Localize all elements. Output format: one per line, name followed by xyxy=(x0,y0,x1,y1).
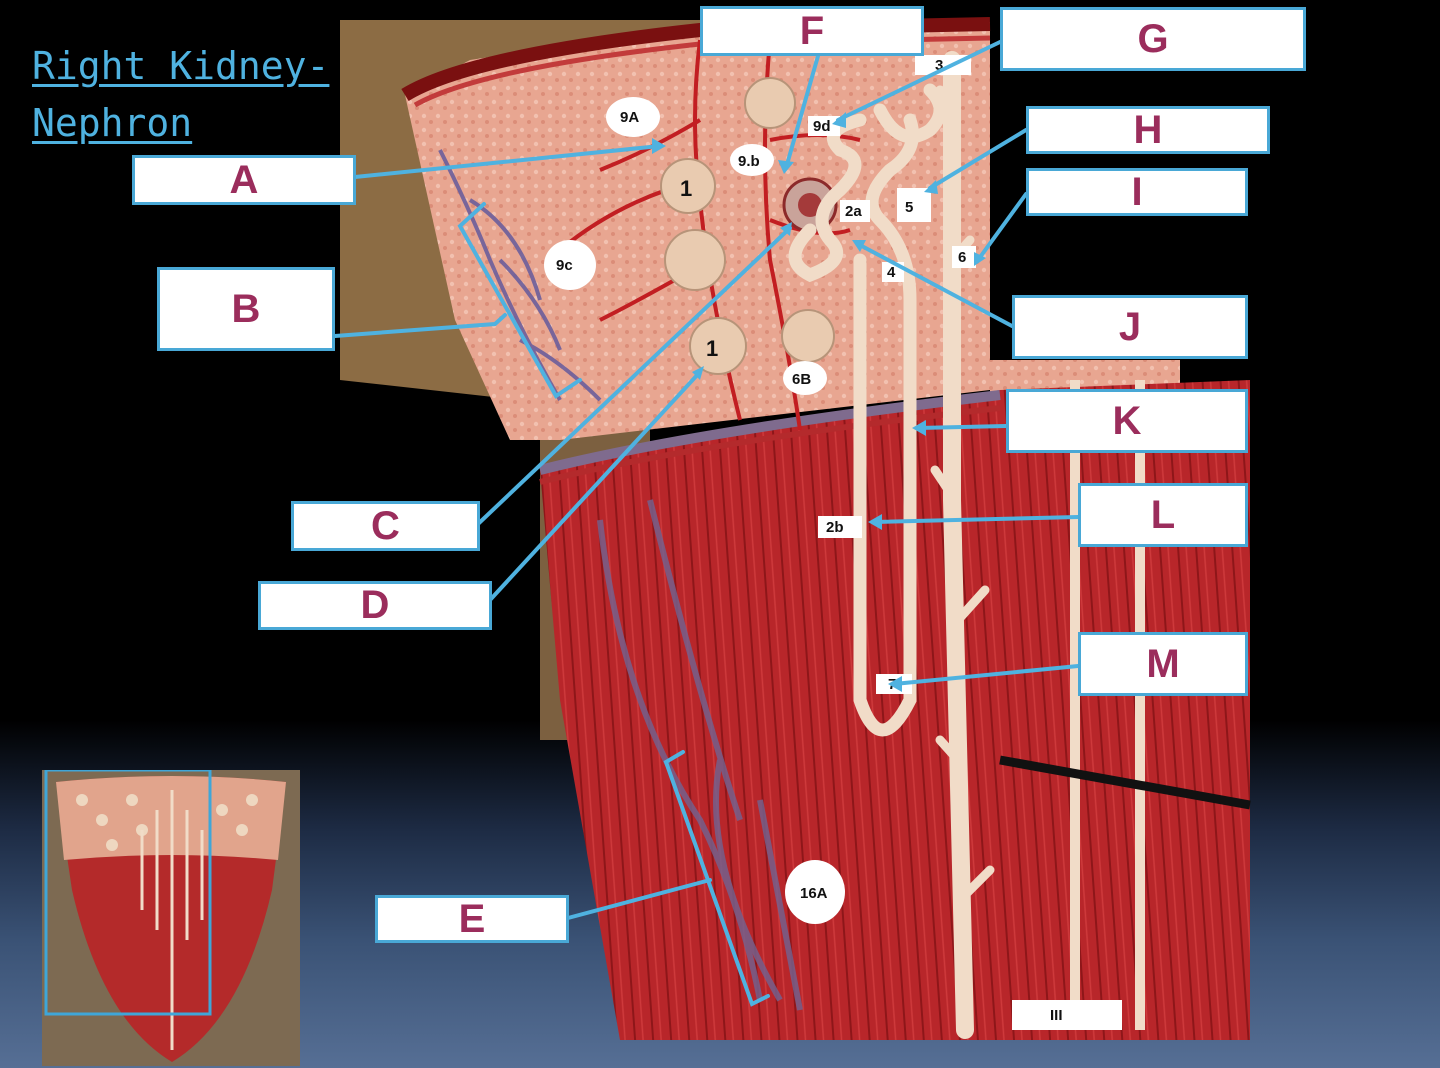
thumbnail-highlight-frame xyxy=(44,770,212,1016)
title-line-1: Right Kidney- xyxy=(32,44,330,88)
label-letter-i: I xyxy=(1131,169,1143,214)
tag-3: 3 xyxy=(935,57,943,74)
label-box-a[interactable]: A xyxy=(132,155,356,205)
tag-2b: 2b xyxy=(826,519,844,536)
overview-thumbnail xyxy=(42,770,300,1066)
tag-9c: 9c xyxy=(556,257,573,274)
label-box-k[interactable]: K xyxy=(1006,389,1248,453)
label-letter-c: C xyxy=(371,503,400,548)
tag-6: 6 xyxy=(958,249,966,266)
label-letter-d: D xyxy=(360,583,390,627)
label-box-h[interactable]: H xyxy=(1026,106,1270,154)
tag-5: 5 xyxy=(905,199,913,216)
tag-1b: 1 xyxy=(680,176,692,201)
tag-9d: 9d xyxy=(813,118,831,135)
tag-iii: III xyxy=(1050,1007,1063,1024)
title-line-2: Nephron xyxy=(32,101,193,145)
tag-9a: 9A xyxy=(620,109,639,126)
label-box-f[interactable]: F xyxy=(700,6,924,56)
pointer-stick xyxy=(999,755,1251,810)
label-box-j[interactable]: J xyxy=(1012,295,1248,359)
tag-2a: 2a xyxy=(845,203,862,220)
tag-9b: 9.b xyxy=(738,153,760,170)
slide-title: Right Kidney- Nephron xyxy=(32,38,329,152)
label-letter-a: A xyxy=(229,157,259,202)
label-box-i[interactable]: I xyxy=(1026,168,1248,216)
label-letter-e: E xyxy=(458,896,486,941)
label-box-b[interactable]: B xyxy=(157,267,335,351)
label-letter-m: M xyxy=(1146,641,1180,686)
label-box-c[interactable]: C xyxy=(291,501,480,551)
label-letter-j: J xyxy=(1118,304,1142,349)
label-box-e[interactable]: E xyxy=(375,895,569,943)
tag-4: 4 xyxy=(887,264,896,281)
label-letter-h: H xyxy=(1133,107,1163,152)
label-box-g[interactable]: G xyxy=(1000,7,1306,71)
tag-1a: 1 xyxy=(706,336,718,361)
tag-7: 7 xyxy=(888,676,896,693)
label-letter-f: F xyxy=(799,8,825,53)
tag-6b: 6B xyxy=(792,371,811,388)
label-box-m[interactable]: M xyxy=(1078,632,1248,696)
label-box-d[interactable]: D xyxy=(258,581,492,630)
label-letter-g: G xyxy=(1137,16,1169,61)
tag-16a: 16A xyxy=(800,885,828,902)
label-box-l[interactable]: L xyxy=(1078,483,1248,547)
label-letter-b: B xyxy=(231,286,261,331)
label-letter-k: K xyxy=(1112,398,1142,443)
glomerulus xyxy=(660,158,716,214)
label-letter-l: L xyxy=(1150,492,1176,537)
